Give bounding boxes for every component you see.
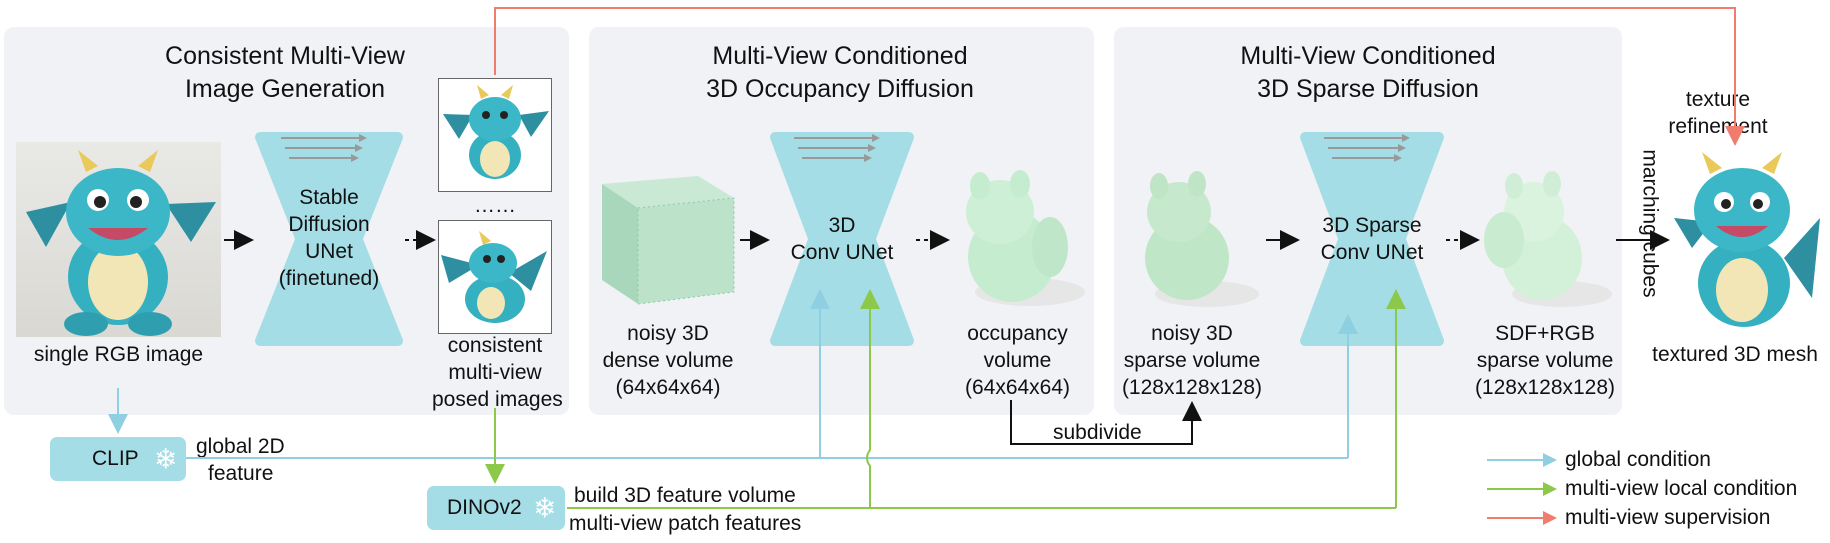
build-3d-feature-volume-label: build 3D feature volume	[574, 484, 796, 507]
sdf-rgb-volume-image	[1478, 162, 1613, 312]
legend-global-condition: global condition	[1487, 448, 1817, 472]
textured-mesh-image	[1672, 148, 1822, 338]
multiview-patch-features-label: multi-view patch features	[569, 512, 802, 535]
input-dragon-image	[16, 142, 221, 337]
dinov2-label: DINOv2	[447, 496, 522, 519]
legend-local-condition: multi-view local condition	[1487, 477, 1827, 501]
input-image-label: single RGB image	[33, 343, 204, 366]
multiview-ellipsis: ……	[474, 194, 516, 217]
clip-encoder: CLIP ❄	[50, 437, 186, 481]
subdivide-label: subdivide	[1053, 421, 1142, 444]
legend-supervision: multi-view supervision	[1487, 506, 1817, 530]
stable-diffusion-unet	[255, 132, 403, 346]
textured-mesh-label: textured 3D mesh	[1652, 343, 1818, 366]
dinov2-encoder: DINOv2 ❄	[427, 486, 565, 530]
clip-label: CLIP	[92, 447, 139, 470]
noisy-dense-volume-image	[598, 168, 738, 308]
occupancy-volume-image	[950, 162, 1085, 312]
multiview-image-bottom	[438, 220, 552, 334]
noisy-sparse-volume-image	[1125, 162, 1260, 312]
multiview-image-top	[438, 78, 552, 192]
snowflake-icon: ❄	[533, 491, 557, 525]
snowflake-icon: ❄	[154, 442, 178, 476]
3d-sparse-conv-unet	[1300, 132, 1444, 346]
